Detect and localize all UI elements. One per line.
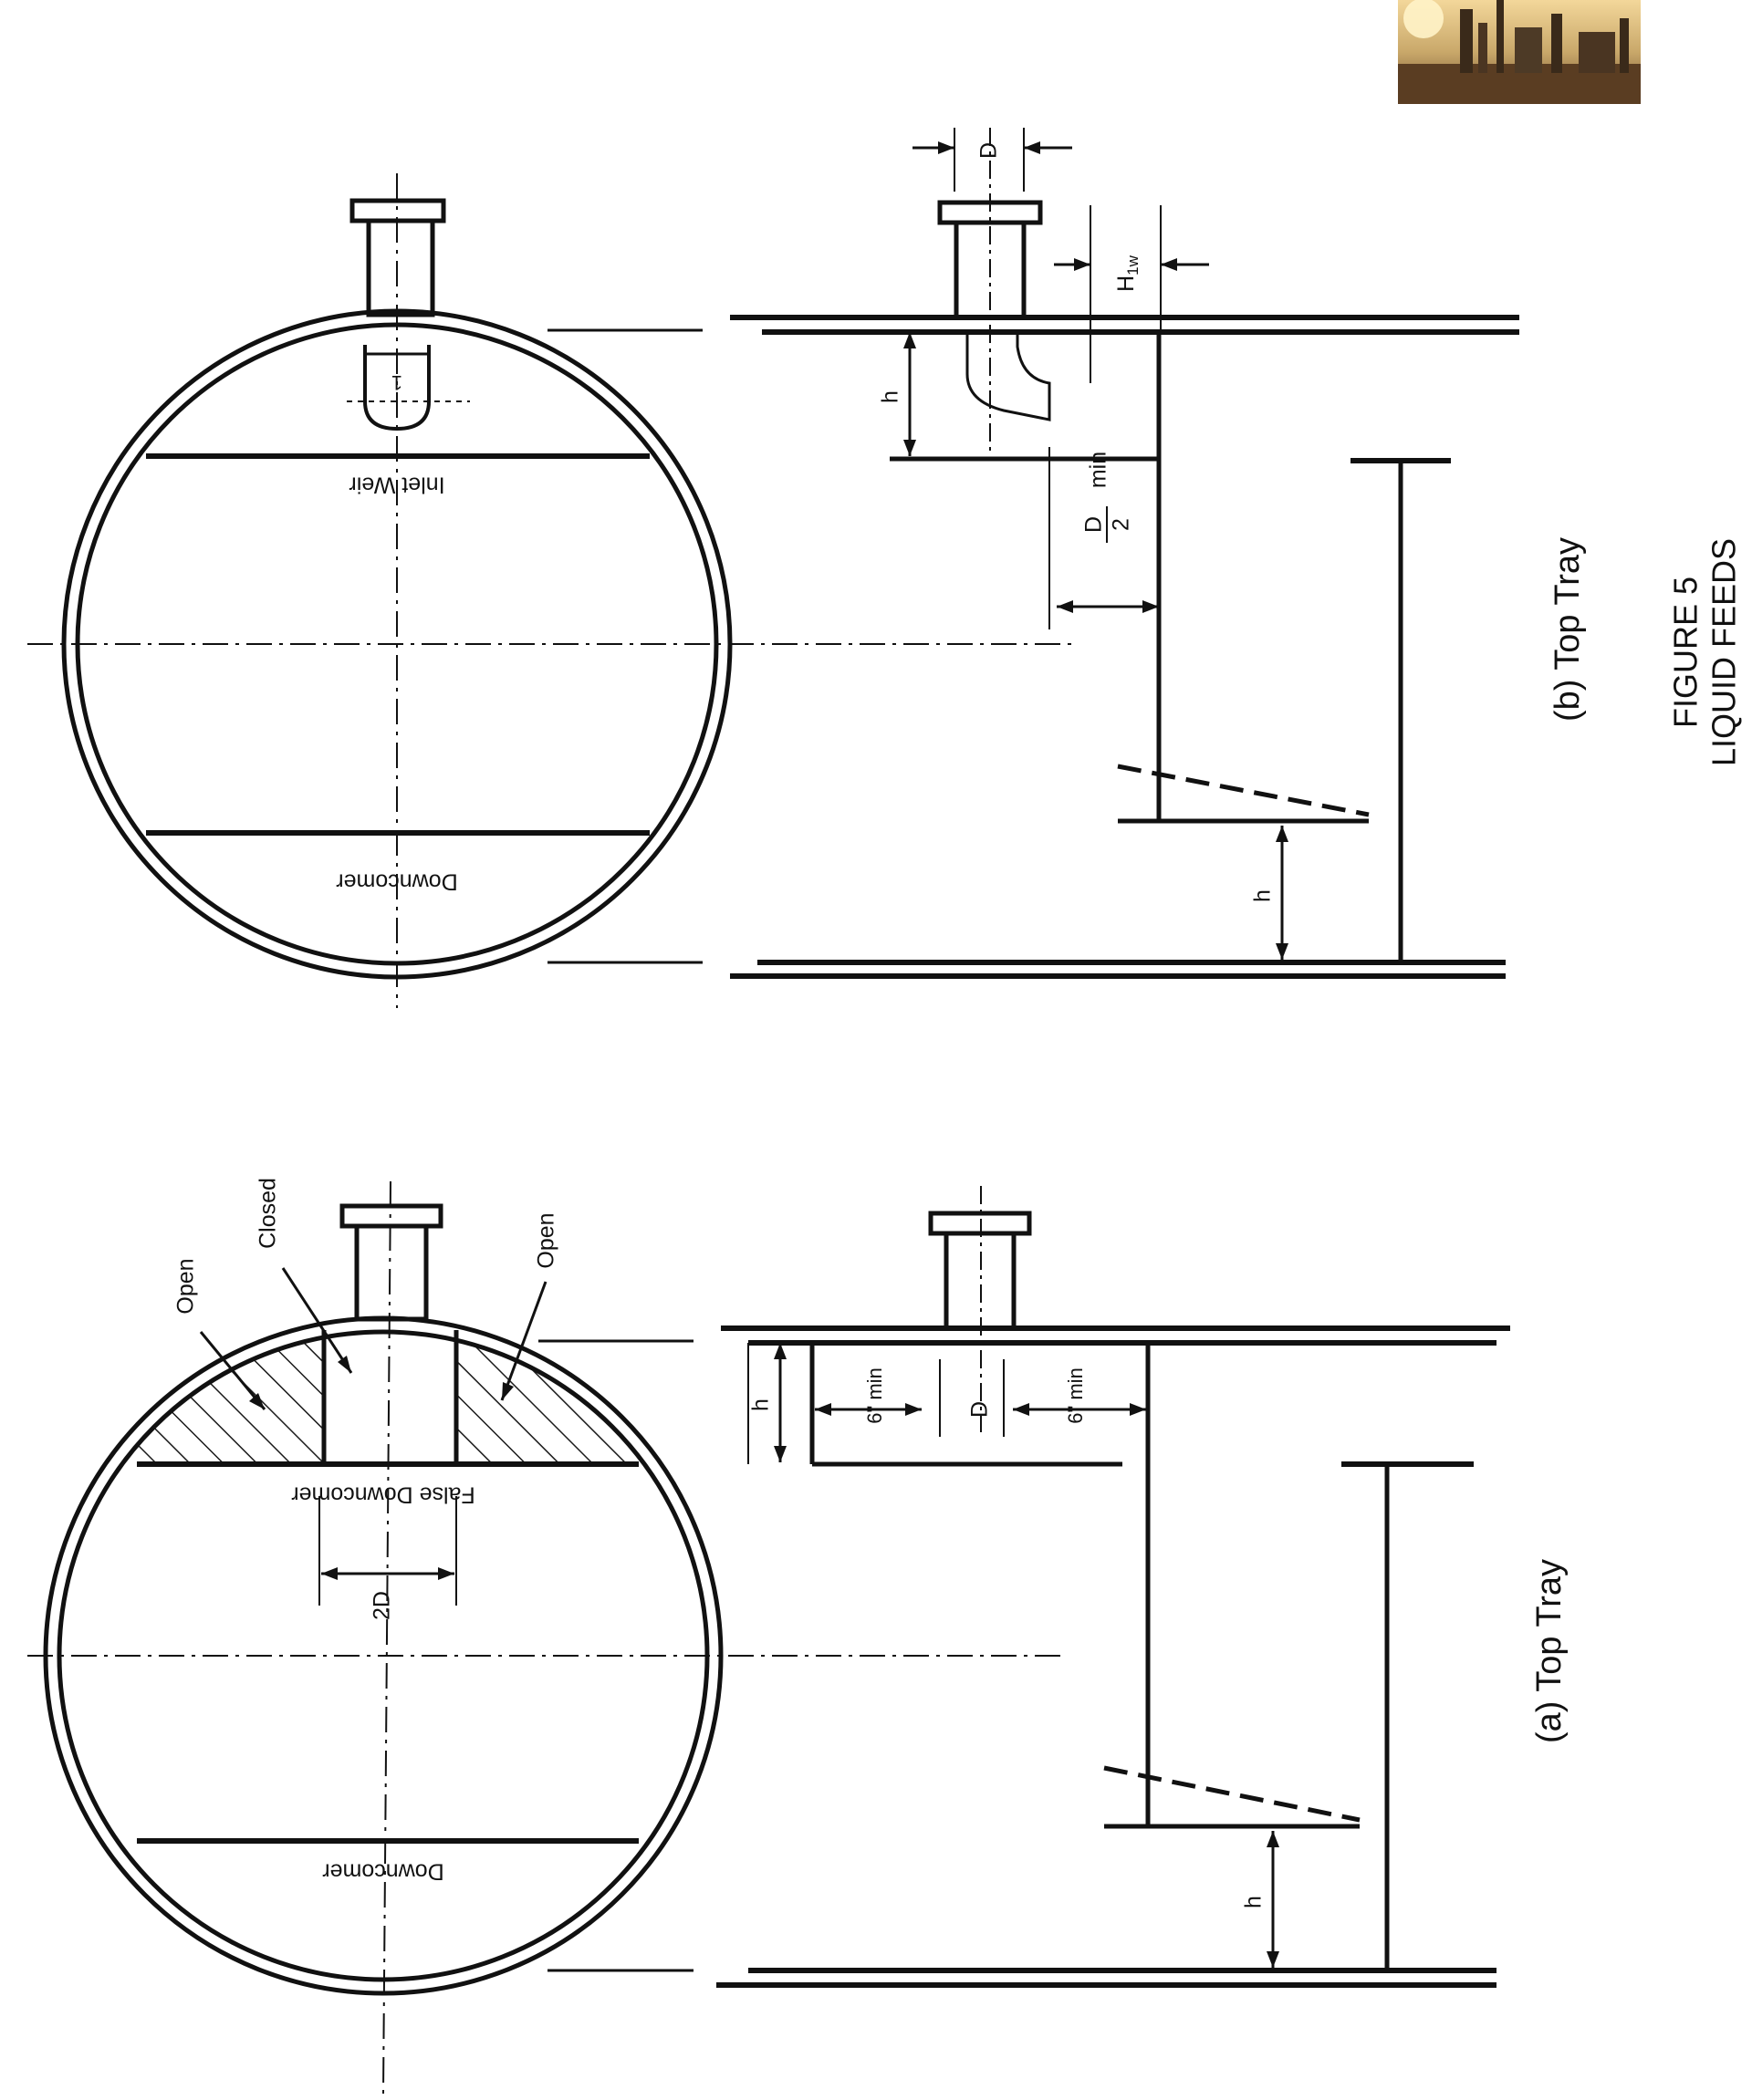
height-h-label-b: h xyxy=(878,390,903,403)
vessel-plan-a: 2D False Downcomer Downcomer Open Closed… xyxy=(27,1178,1068,2095)
weir-height-label: H1w xyxy=(1113,255,1142,292)
nozzle-pipe xyxy=(366,218,435,317)
width-2d-label: 2D xyxy=(370,1591,395,1620)
six-min-right-label: 6" min xyxy=(1064,1367,1087,1424)
diameter-d-label-b: D xyxy=(976,142,1002,159)
figure-caption: FIGURE 5 LIQUID FEEDS xyxy=(1667,538,1743,766)
height-h-lower-a: h xyxy=(1241,1896,1267,1908)
downcomer-label-a: Downcomer xyxy=(322,1858,443,1884)
figure-number: FIGURE 5 xyxy=(1667,577,1705,728)
panel-a-caption: (a) Top Tray xyxy=(1530,1559,1569,1743)
vessel-plan-b: Inlet Weir Downcomer 1 xyxy=(27,173,1077,1008)
inlet-weir-label: Inlet Weir xyxy=(349,472,444,497)
svg-text:1: 1 xyxy=(391,371,402,394)
downcomer-label: Downcomer xyxy=(336,868,457,894)
height-h-label-a: h xyxy=(748,1398,774,1411)
vessel-elevation-a: h 6" min D 6" min h xyxy=(716,1186,1510,1988)
diameter-d-label-a: D xyxy=(967,1401,993,1418)
svg-text:min: min xyxy=(1086,452,1111,488)
panel-b-caption: (b) Top Tray xyxy=(1549,537,1587,722)
svg-text:2: 2 xyxy=(1109,518,1134,531)
panel-b: Inlet Weir Downcomer 1 xyxy=(27,128,1587,1008)
false-downcomer-label: False Downcomer xyxy=(291,1481,474,1507)
open-label-right: Open xyxy=(534,1212,559,1268)
panel-a: 2D False Downcomer Downcomer Open Closed… xyxy=(27,1178,1569,2095)
svg-text:D: D xyxy=(1081,516,1107,533)
six-min-left-label: 6" min xyxy=(863,1367,886,1424)
closed-label: Closed xyxy=(256,1178,281,1249)
refinery-photo-icon xyxy=(1398,0,1641,104)
open-region-left xyxy=(137,1331,324,1464)
figure-title: LIQUID FEEDS xyxy=(1705,538,1743,766)
height-h-lower-b: h xyxy=(1250,889,1276,902)
open-label-left: Open xyxy=(173,1258,199,1314)
vessel-elevation-b: D H1w h D 2 min h xyxy=(730,128,1519,979)
